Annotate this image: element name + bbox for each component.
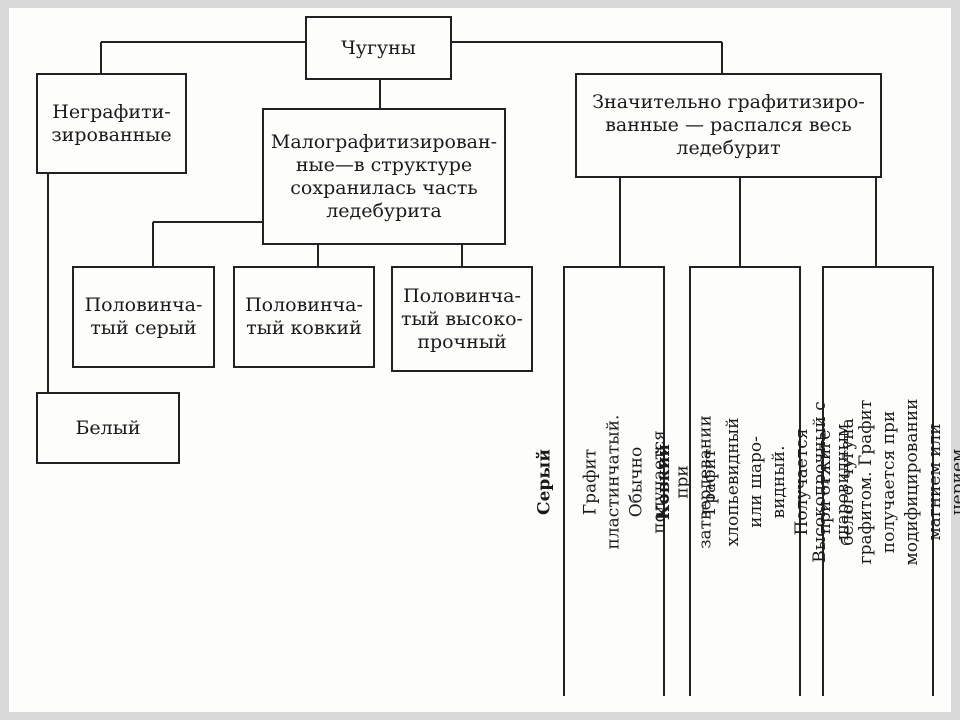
- highly-graphitized-box: Значительно графитизиро- ванные — распал…: [575, 73, 882, 178]
- half-malleable-label: Половинча- тый ковкий: [245, 294, 363, 339]
- ductile-desc: Высокопрочный с шаровидным графитом. Гра…: [810, 398, 960, 566]
- gray-title: Серый: [534, 449, 555, 515]
- white-box: Белый: [36, 392, 180, 464]
- root-box: Чугуны: [305, 16, 452, 80]
- malleable-iron-column: Ковкий Графит хлопьевидный или шаро- вид…: [654, 266, 858, 696]
- highly-graphitized-label: Значительно графитизиро- ванные — распал…: [592, 91, 865, 159]
- nongraphitized-label: Неграфити- зированные: [51, 100, 172, 146]
- slightly-graphitized-label: Малографитизирован- ные—в структуре сохр…: [270, 130, 498, 222]
- diagram-sheet: [9, 8, 951, 712]
- half-gray-label: Половинча- тый серый: [84, 294, 203, 339]
- white-label: Белый: [75, 416, 141, 439]
- gray-iron-column: Серый Графит пластинчатый. Обычно получа…: [535, 266, 716, 696]
- ductile-iron-text: Высокопрочный с шаровидным графитом. Гра…: [786, 399, 960, 566]
- ductile-iron-column: Высокопрочный с шаровидным графитом. Гра…: [810, 266, 960, 696]
- half-ductile-label: Половинча- тый высоко- прочный: [401, 284, 523, 353]
- nongraphitized-box: Неграфити- зированные: [36, 73, 187, 174]
- slightly-graphitized-box: Малографитизирован- ные—в структуре сохр…: [262, 108, 506, 245]
- half-malleable-box: Половинча- тый ковкий: [233, 266, 375, 368]
- root-label: Чугуны: [341, 36, 416, 59]
- half-ductile-box: Половинча- тый высоко- прочный: [391, 266, 533, 372]
- malleable-title: Ковкий: [654, 443, 674, 521]
- half-gray-box: Половинча- тый серый: [72, 266, 215, 368]
